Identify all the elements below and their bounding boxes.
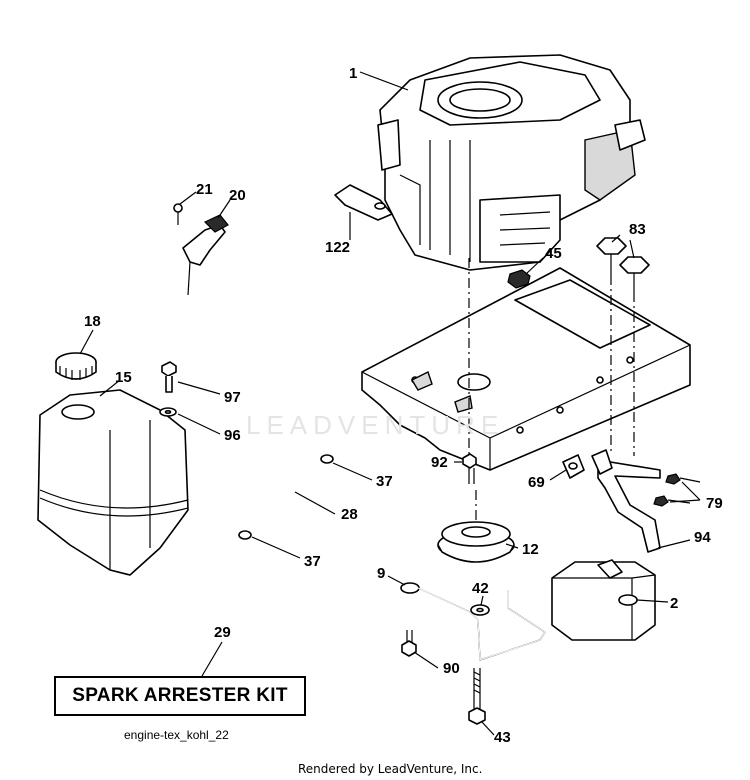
fuel-tank-part[interactable] — [37, 389, 189, 576]
callout-12: 12 — [522, 541, 539, 558]
callout-21: 21 — [196, 181, 213, 198]
callout-97: 97 — [224, 389, 241, 406]
callout-122: 122 — [325, 239, 350, 256]
hose-clamp-lower-part[interactable] — [238, 530, 252, 540]
callout-37-lower: 37 — [304, 553, 321, 570]
leader-lines — [79, 71, 701, 736]
callout-43: 43 — [494, 729, 511, 746]
bolt-90-part[interactable] — [401, 630, 417, 657]
callout-37-upper: 37 — [376, 473, 393, 490]
callout-29: 29 — [214, 624, 231, 641]
gasket-part[interactable] — [562, 454, 585, 479]
callout-92: 92 — [431, 454, 448, 471]
hose-clamp-upper-part[interactable] — [320, 454, 334, 464]
locknut-part[interactable] — [507, 269, 531, 289]
knob-bolt-part[interactable] — [596, 237, 650, 292]
callout-15: 15 — [115, 369, 132, 386]
callout-45: 45 — [545, 245, 562, 262]
washer-42-part[interactable] — [470, 604, 490, 616]
fuel-line-part[interactable] — [247, 458, 327, 533]
bolt-92-part[interactable] — [462, 453, 477, 484]
fuel-cap-part[interactable] — [55, 352, 97, 380]
watermark: LEADVENTURE — [246, 410, 505, 440]
bolt-part[interactable] — [161, 361, 177, 393]
engine-part[interactable] — [377, 54, 646, 271]
engine-deck-part[interactable] — [361, 267, 691, 471]
diagram-reference: engine-tex_kohl_22 — [124, 728, 229, 742]
callout-90: 90 — [443, 660, 460, 677]
callout-28: 28 — [341, 506, 358, 523]
throttle-control-part[interactable] — [173, 203, 229, 296]
callout-83: 83 — [629, 221, 646, 238]
callout-18: 18 — [84, 313, 101, 330]
footer-credit: Rendered by LeadVenture, Inc. — [298, 762, 483, 776]
callout-96: 96 — [224, 427, 241, 444]
callout-69: 69 — [528, 474, 545, 491]
bracket-part[interactable] — [334, 184, 393, 221]
callout-94: 94 — [694, 529, 711, 546]
callout-42: 42 — [472, 580, 489, 597]
washer-part[interactable] — [159, 407, 177, 417]
callout-2: 2 — [670, 595, 678, 612]
pulley-part[interactable] — [437, 521, 515, 563]
bolt-43-part[interactable] — [468, 668, 486, 725]
spark-arrester-kit-label[interactable]: SPARK ARRESTER KIT — [54, 676, 306, 716]
exhaust-pipe-part[interactable] — [591, 449, 661, 553]
callout-9: 9 — [377, 565, 385, 582]
callout-1: 1 — [349, 65, 357, 82]
callout-20: 20 — [229, 187, 246, 204]
linkage-rod-part[interactable] — [400, 582, 546, 661]
callout-79: 79 — [706, 495, 723, 512]
